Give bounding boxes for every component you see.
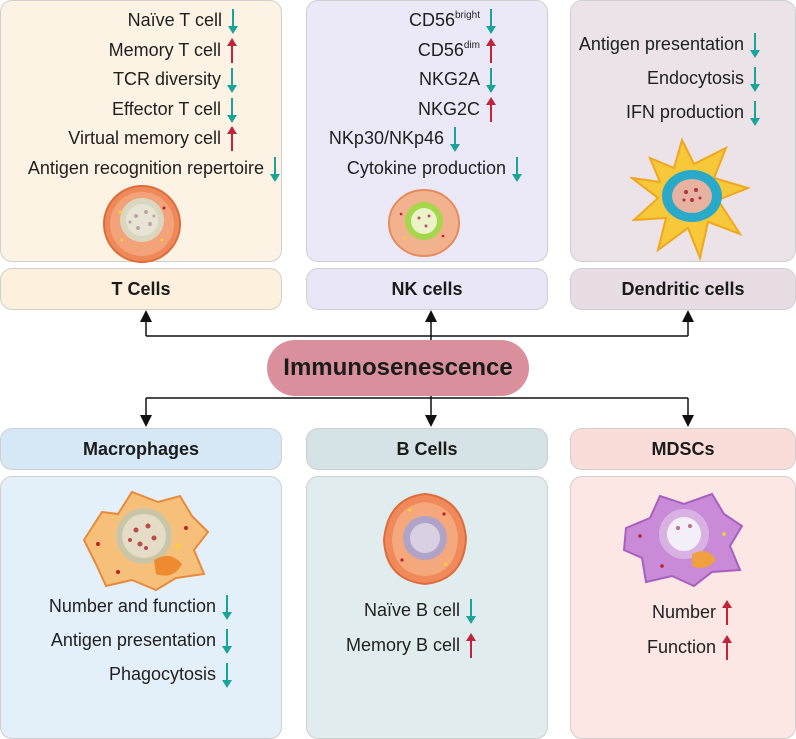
item-label: Number and function bbox=[48, 596, 216, 616]
item-label: Effector T cell bbox=[111, 98, 221, 119]
down-arrow-icon bbox=[450, 126, 460, 157]
item-label: NKG2C bbox=[417, 98, 480, 119]
down-arrow-icon bbox=[512, 156, 522, 187]
b-cell-illustration bbox=[382, 492, 468, 586]
macrophages-title: Macrophages bbox=[82, 438, 200, 459]
list-item: Naïve B cell bbox=[364, 600, 460, 621]
b-cells-title-box: B Cells bbox=[306, 428, 548, 470]
dendritic-cells-title: Dendritic cells bbox=[621, 278, 745, 299]
down-arrow-icon bbox=[466, 598, 476, 629]
list-item: TCR diversity bbox=[113, 69, 221, 90]
list-item: Antigen presentation bbox=[51, 630, 216, 651]
list-item: NKG2A bbox=[419, 69, 480, 90]
list-item: Number bbox=[652, 602, 716, 623]
nk-cells-title: NK cells bbox=[391, 278, 463, 299]
list-item: Number and function bbox=[49, 596, 216, 617]
down-arrow-icon bbox=[222, 594, 232, 625]
item-label: Endocytosis bbox=[646, 68, 744, 88]
down-arrow-icon bbox=[222, 662, 232, 693]
list-item: Antigen recognition repertoire bbox=[28, 158, 264, 179]
item-label: IFN production bbox=[625, 102, 744, 122]
dendritic-cells-title-box: Dendritic cells bbox=[570, 268, 796, 310]
item-label: Naïve B cell bbox=[363, 600, 460, 620]
item-superscript: dim bbox=[463, 39, 480, 51]
list-item: Memory B cell bbox=[346, 635, 460, 656]
list-item: Virtual memory cell bbox=[68, 128, 221, 149]
item-label: Memory B cell bbox=[345, 635, 460, 655]
up-arrow-icon bbox=[227, 126, 237, 157]
item-label: CD56 bbox=[417, 39, 464, 60]
item-label: Memory T cell bbox=[108, 39, 221, 60]
down-arrow-icon bbox=[270, 156, 280, 187]
item-label: Phagocytosis bbox=[108, 664, 216, 684]
t-cell-illustration bbox=[103, 185, 181, 263]
list-item: Memory T cell bbox=[109, 40, 221, 61]
macrophages-title-box: Macrophages bbox=[0, 428, 282, 470]
list-item: Phagocytosis bbox=[109, 664, 216, 685]
item-label: Number bbox=[651, 602, 716, 622]
up-arrow-icon bbox=[227, 37, 237, 69]
nk-cells-title-box: NK cells bbox=[306, 268, 548, 310]
item-label: Cytokine production bbox=[346, 157, 506, 178]
item-label: Antigen presentation bbox=[50, 630, 216, 650]
item-label: CD56 bbox=[408, 10, 455, 30]
up-arrow-icon bbox=[486, 37, 496, 69]
up-arrow-icon bbox=[466, 633, 476, 664]
up-arrow-icon bbox=[722, 600, 732, 631]
list-item: Effector T cell bbox=[112, 99, 221, 120]
down-arrow-icon bbox=[750, 100, 760, 131]
item-label: Antigen recognition repertoire bbox=[27, 157, 264, 178]
item-label: Antigen presentation bbox=[578, 34, 744, 54]
list-item: CD56bright bbox=[409, 10, 480, 31]
nk-cell-illustration bbox=[388, 189, 460, 257]
list-item: CD56dim bbox=[418, 40, 480, 61]
list-item: Naïve T cell bbox=[128, 10, 222, 31]
item-label: TCR diversity bbox=[112, 69, 221, 89]
b-cells-title: B Cells bbox=[396, 438, 458, 459]
down-arrow-icon bbox=[227, 67, 237, 98]
mdscs-title-box: MDSCs bbox=[570, 428, 796, 470]
item-label: NKG2A bbox=[418, 69, 480, 89]
t-cells-title: T Cells bbox=[111, 278, 171, 299]
list-item: Endocytosis bbox=[647, 68, 744, 89]
t-cells-title-box: T Cells bbox=[0, 268, 282, 310]
list-item: Antigen presentation bbox=[579, 34, 744, 55]
down-arrow-icon bbox=[486, 8, 496, 39]
down-arrow-icon bbox=[222, 628, 232, 659]
item-label: NKp30/NKp46 bbox=[328, 128, 444, 148]
down-arrow-icon bbox=[227, 97, 237, 128]
down-arrow-icon bbox=[228, 8, 238, 39]
center-label-text: Immunosenescence bbox=[283, 354, 513, 381]
up-arrow-icon bbox=[486, 96, 496, 128]
mdsc-illustration bbox=[622, 492, 744, 588]
down-arrow-icon bbox=[750, 32, 760, 63]
down-arrow-icon bbox=[486, 67, 496, 98]
item-label: Function bbox=[646, 637, 716, 657]
item-label: Naïve T cell bbox=[127, 10, 222, 30]
mdscs-title: MDSCs bbox=[651, 438, 715, 459]
list-item: Cytokine production bbox=[347, 158, 506, 179]
up-arrow-icon bbox=[722, 635, 732, 666]
list-item: IFN production bbox=[626, 102, 744, 123]
down-arrow-icon bbox=[750, 66, 760, 97]
dendritic-cell-illustration bbox=[630, 137, 752, 262]
macrophage-illustration bbox=[82, 490, 210, 592]
list-item: NKp30/NKp46 bbox=[329, 128, 444, 149]
list-item: Function bbox=[647, 637, 716, 658]
list-item: NKG2C bbox=[418, 99, 480, 120]
item-label: Virtual memory cell bbox=[68, 128, 221, 148]
item-superscript: bright bbox=[454, 10, 480, 21]
immunosenescence-label: Immunosenescence bbox=[267, 340, 529, 396]
